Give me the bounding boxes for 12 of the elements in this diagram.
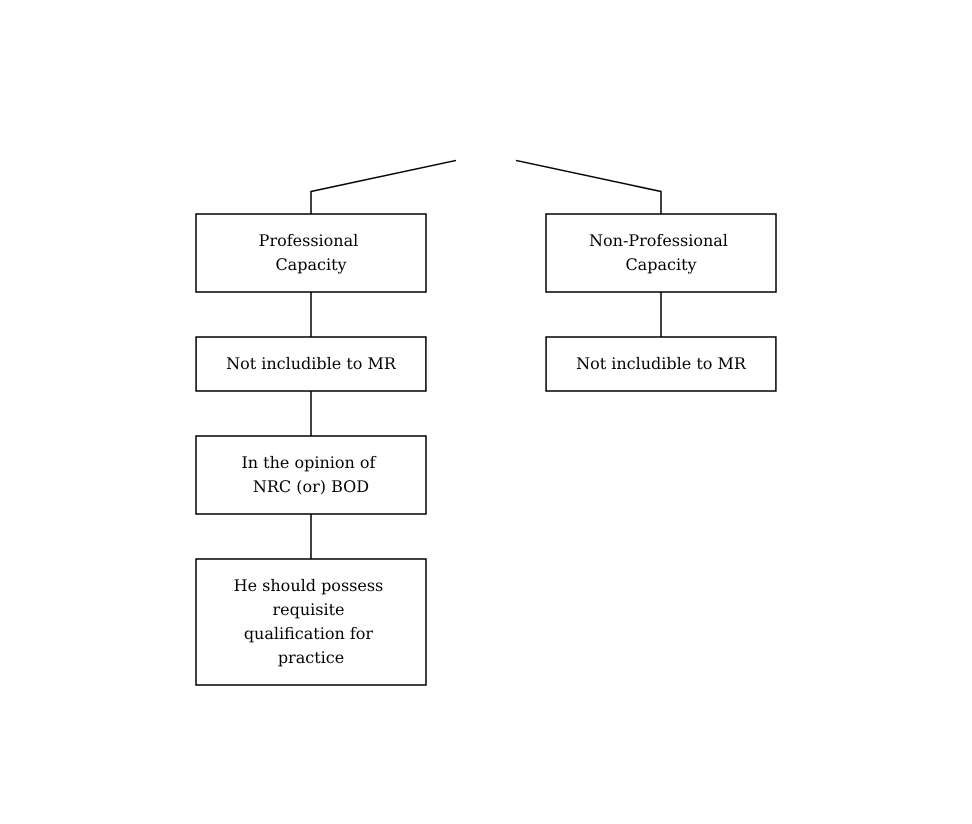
connector — [660, 292, 662, 337]
node-box: Not includible to MR — [195, 336, 427, 392]
connector — [310, 292, 312, 337]
connector — [516, 160, 662, 214]
connector — [310, 514, 312, 559]
node-box: Professional Capacity — [195, 213, 427, 293]
node-box: Not includible to MR — [545, 336, 777, 392]
connector — [310, 391, 312, 436]
node-box: Non-Professional Capacity — [545, 213, 777, 293]
node-box: He should possess requisite qualification for practice — [195, 558, 427, 686]
connector — [310, 160, 456, 214]
node-box: In the opinion of NRC (or) BOD — [195, 435, 427, 515]
